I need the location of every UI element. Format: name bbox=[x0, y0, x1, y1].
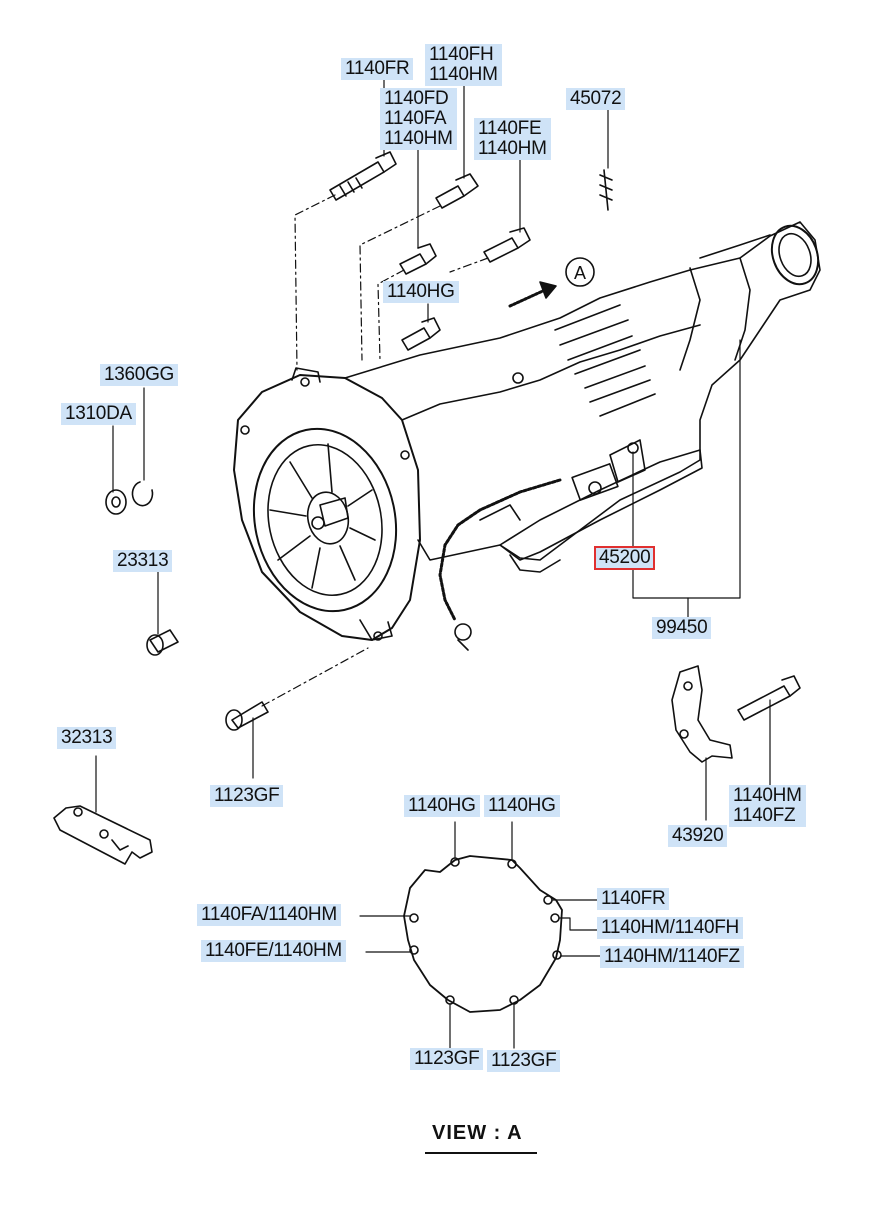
part-label-1123gf[interactable]: 1123GF bbox=[210, 785, 284, 807]
part-label-99450[interactable]: 99450 bbox=[652, 617, 712, 639]
leader-lines bbox=[95, 79, 771, 821]
nut-1310da bbox=[105, 489, 127, 515]
bolt-1140fe bbox=[483, 227, 531, 263]
assembly-dash-lines bbox=[261, 194, 489, 707]
view-label-1140hm-1140fz[interactable]: 1140HM/1140FZ bbox=[600, 946, 744, 968]
bolt-1140fh bbox=[435, 173, 479, 209]
view-label-1140fa-1140hm[interactable]: 1140FA/1140HM bbox=[197, 904, 341, 926]
view-caption: VIEW : A bbox=[432, 1122, 523, 1144]
view-label-1140fr[interactable]: 1140FR bbox=[597, 888, 670, 910]
view-a-marker-label: A bbox=[574, 263, 586, 283]
view-a-outline bbox=[403, 855, 563, 1013]
bolt-1140hg bbox=[401, 317, 441, 351]
view-label-1123gf-a[interactable]: 1123GF bbox=[410, 1048, 484, 1070]
transmission-assembly bbox=[233, 221, 821, 651]
view-label-1140hg-b[interactable]: 1140HG bbox=[484, 795, 560, 817]
bolt-1140fr bbox=[329, 151, 397, 201]
part-label-1140fr[interactable]: 1140FR bbox=[341, 58, 414, 80]
bolt-1140hm bbox=[737, 675, 801, 721]
view-a-arrow bbox=[508, 257, 595, 308]
part-label-43920[interactable]: 43920 bbox=[668, 825, 728, 847]
view-label-1140fe-1140hm[interactable]: 1140FE/1140HM bbox=[201, 940, 346, 962]
view-label-1140hg-a[interactable]: 1140HG bbox=[404, 795, 480, 817]
washer-1360gg bbox=[131, 481, 154, 507]
bracket-43920 bbox=[671, 665, 733, 763]
bolt-1123gf bbox=[225, 701, 269, 731]
part-label-1310da[interactable]: 1310DA bbox=[61, 403, 136, 425]
part-label-45200[interactable]: 45200 bbox=[593, 546, 656, 570]
part-label-1360gg[interactable]: 1360GG bbox=[100, 364, 179, 386]
stud-45072 bbox=[599, 169, 613, 211]
part-label-32313[interactable]: 32313 bbox=[57, 727, 117, 749]
view-label-1140hm-1140fh[interactable]: 1140HM/1140FH bbox=[597, 917, 743, 939]
view-caption-underline bbox=[425, 1152, 537, 1154]
bracket-32313 bbox=[53, 805, 153, 865]
view-label-1123gf-b[interactable]: 1123GF bbox=[487, 1050, 561, 1072]
part-label-23313[interactable]: 23313 bbox=[113, 550, 173, 572]
view-a-leaders bbox=[359, 821, 601, 1049]
part-label-45072[interactable]: 45072 bbox=[566, 88, 626, 110]
part-label-1140hg[interactable]: 1140HG bbox=[383, 281, 459, 303]
plug-23313 bbox=[146, 629, 179, 656]
